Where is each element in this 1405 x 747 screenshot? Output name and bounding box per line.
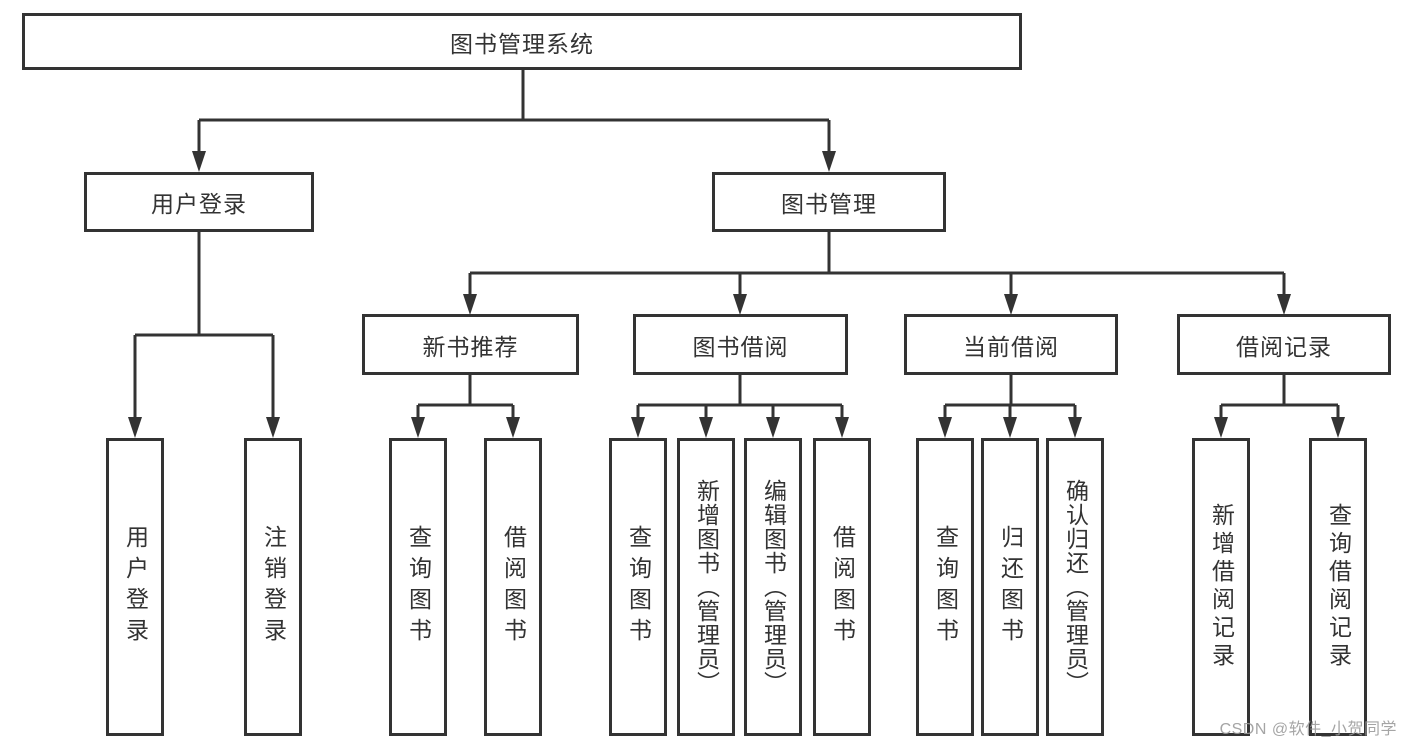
node-label: 当前借阅 — [963, 333, 1059, 360]
node-label: 注销登录 — [260, 525, 287, 649]
leaf-logout: 注销登录 — [244, 438, 302, 736]
leaf-query-borrow-record: 查询借阅记录 — [1309, 438, 1367, 736]
leaf-query-books-current: 查询图书 — [916, 438, 974, 736]
leaf-add-books-admin: 新增图书（管理员） — [677, 438, 735, 736]
node-label: 确认归还（管理员） — [1062, 479, 1089, 695]
leaf-return-books: 归还图书 — [981, 438, 1039, 736]
node-label: 借阅图书 — [829, 525, 856, 649]
leaf-borrow-books: 借阅图书 — [813, 438, 871, 736]
csdn-watermark: CSDN @软件_小贺同学 — [1219, 721, 1397, 738]
node-new-book-recommend: 新书推荐 — [362, 314, 579, 375]
leaf-query-books-recommend: 查询图书 — [389, 438, 447, 736]
node-label: 编辑图书（管理员） — [760, 479, 787, 695]
node-label: 图书管理系统 — [450, 30, 594, 57]
node-user-login: 用户登录 — [84, 172, 314, 232]
node-label: 归还图书 — [997, 525, 1024, 649]
leaf-borrow-books-recommend: 借阅图书 — [484, 438, 542, 736]
node-label: 查询图书 — [405, 525, 432, 649]
node-label: 查询图书 — [625, 525, 652, 649]
node-borrowing-records: 借阅记录 — [1177, 314, 1391, 375]
node-label: 查询图书 — [932, 525, 959, 649]
leaf-user-login: 用户登录 — [106, 438, 164, 736]
node-root-system: 图书管理系统 — [22, 13, 1022, 70]
leaf-confirm-return-admin: 确认归还（管理员） — [1046, 438, 1104, 736]
leaf-add-borrow-record: 新增借阅记录 — [1192, 438, 1250, 736]
leaf-query-books-borrow: 查询图书 — [609, 438, 667, 736]
node-label: 借阅图书 — [500, 525, 527, 649]
node-label: 查询借阅记录 — [1325, 503, 1352, 671]
node-label: 新增图书（管理员） — [693, 479, 720, 695]
node-book-management: 图书管理 — [712, 172, 946, 232]
node-label: 用户登录 — [122, 525, 149, 649]
node-label: 新增借阅记录 — [1208, 503, 1235, 671]
node-current-borrowing: 当前借阅 — [904, 314, 1118, 375]
node-label: 借阅记录 — [1236, 333, 1332, 360]
node-label: 用户登录 — [151, 191, 247, 217]
leaf-edit-books-admin: 编辑图书（管理员） — [744, 438, 802, 736]
node-label: 新书推荐 — [422, 333, 519, 360]
node-label: 图书管理 — [781, 191, 877, 217]
node-book-borrowing: 图书借阅 — [633, 314, 848, 375]
node-label: 图书借阅 — [692, 333, 789, 360]
